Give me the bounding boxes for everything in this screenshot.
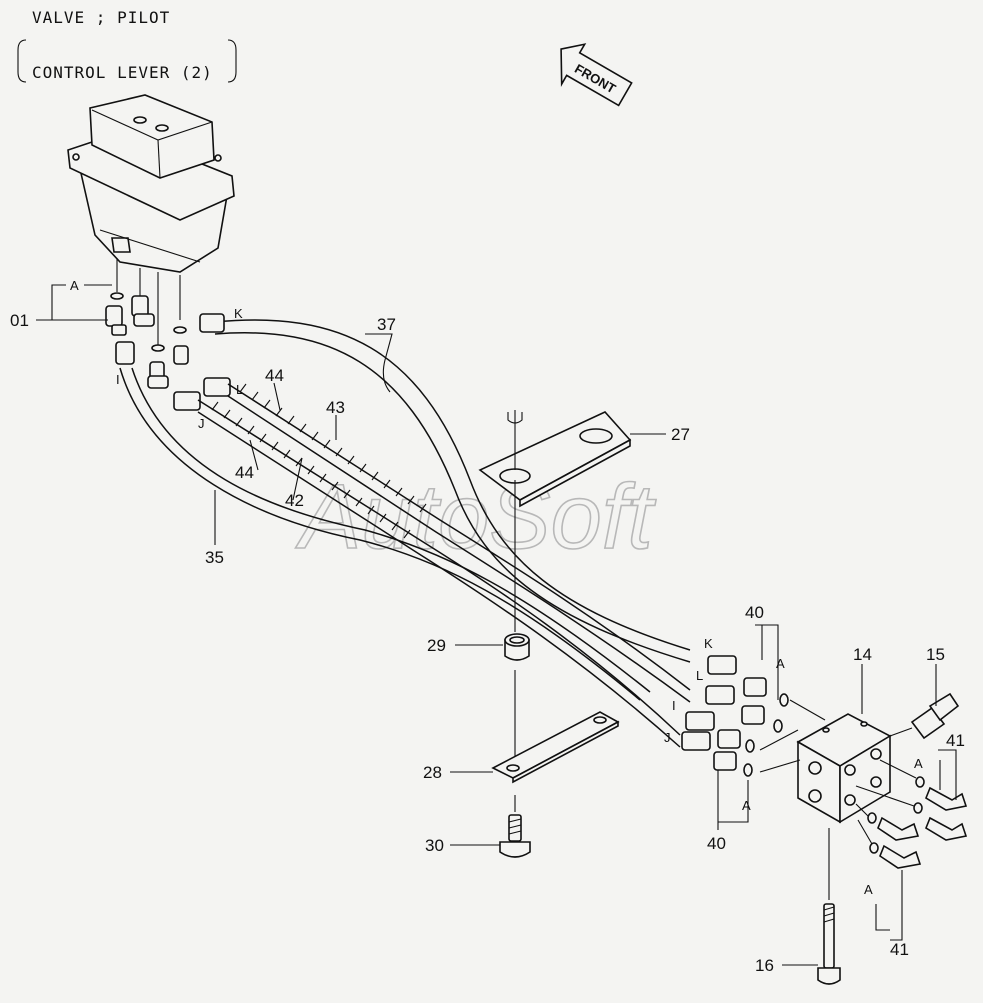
letter-i-top: I — [116, 372, 120, 387]
hose-end-fittings-right — [681, 655, 737, 751]
bolt-16 — [817, 828, 841, 985]
letter-k-top: K — [234, 306, 243, 321]
junction-block-14 — [796, 713, 892, 824]
letter-a-right2: A — [914, 756, 923, 771]
callout-41-bottom: 41 — [890, 940, 909, 959]
letter-a-right1: A — [776, 656, 785, 671]
letter-l-top: L — [236, 382, 243, 397]
letter-k-right: K — [704, 636, 713, 651]
diagram-title: VALVE ; PILOT — [32, 8, 170, 27]
front-arrow-icon: FRONT — [560, 43, 633, 107]
fitting-k-top — [199, 313, 225, 333]
hose-35-a — [119, 367, 641, 701]
elbow-fittings-41 — [855, 759, 968, 869]
callout-35: 35 — [205, 548, 224, 567]
hose-35-b — [131, 367, 651, 693]
callout-43: 43 — [326, 398, 345, 417]
title-bracket-right — [227, 39, 237, 83]
letter-a-right3: A — [864, 882, 873, 897]
letter-j-right: J — [664, 730, 671, 745]
letter-a-bottom: A — [742, 798, 751, 813]
clamp-29 — [504, 633, 530, 661]
callout-37: 37 — [377, 315, 396, 334]
adapters-40 — [713, 677, 789, 777]
pressure-switch-15 — [889, 692, 960, 740]
hose-37-b — [214, 332, 691, 663]
callout-40-bottom: 40 — [707, 834, 726, 853]
callout-44-top: 44 — [265, 366, 284, 385]
callout-41-top: 41 — [946, 731, 965, 750]
pilot-valve-body — [67, 94, 235, 273]
hose-37-a — [214, 319, 691, 651]
letter-l-right: L — [696, 668, 703, 683]
watermark: AutoSoft — [295, 466, 656, 568]
callout-16: 16 — [755, 956, 774, 975]
callout-28: 28 — [423, 763, 442, 782]
armored-hose-l — [203, 377, 691, 703]
valve-port-fittings — [105, 292, 189, 389]
adapter-to-block-lines — [759, 699, 826, 773]
letter-a-top: A — [70, 278, 79, 293]
armor-coils — [211, 383, 427, 539]
letter-i-right: I — [672, 698, 676, 713]
callout-15: 15 — [926, 645, 945, 664]
callout-27: 27 — [671, 425, 690, 444]
armored-hose-j — [173, 391, 681, 748]
callout-01: 01 — [10, 311, 29, 330]
callout-44-bottom: 44 — [235, 463, 254, 482]
bracket-27 — [478, 410, 632, 508]
plate-28 — [491, 711, 620, 784]
callout-29: 29 — [427, 636, 446, 655]
callout-40-top: 40 — [745, 603, 764, 622]
callout-14: 14 — [853, 645, 872, 664]
port-leader-lines — [116, 258, 181, 345]
title-bracket-left — [17, 39, 27, 83]
letter-j-top: J — [198, 416, 205, 431]
callout-leaders — [36, 284, 957, 966]
callout-42: 42 — [285, 491, 304, 510]
diagram-subtitle: CONTROL LEVER (2) — [32, 63, 213, 82]
callout-30: 30 — [425, 836, 444, 855]
bolt-30 — [499, 814, 531, 858]
